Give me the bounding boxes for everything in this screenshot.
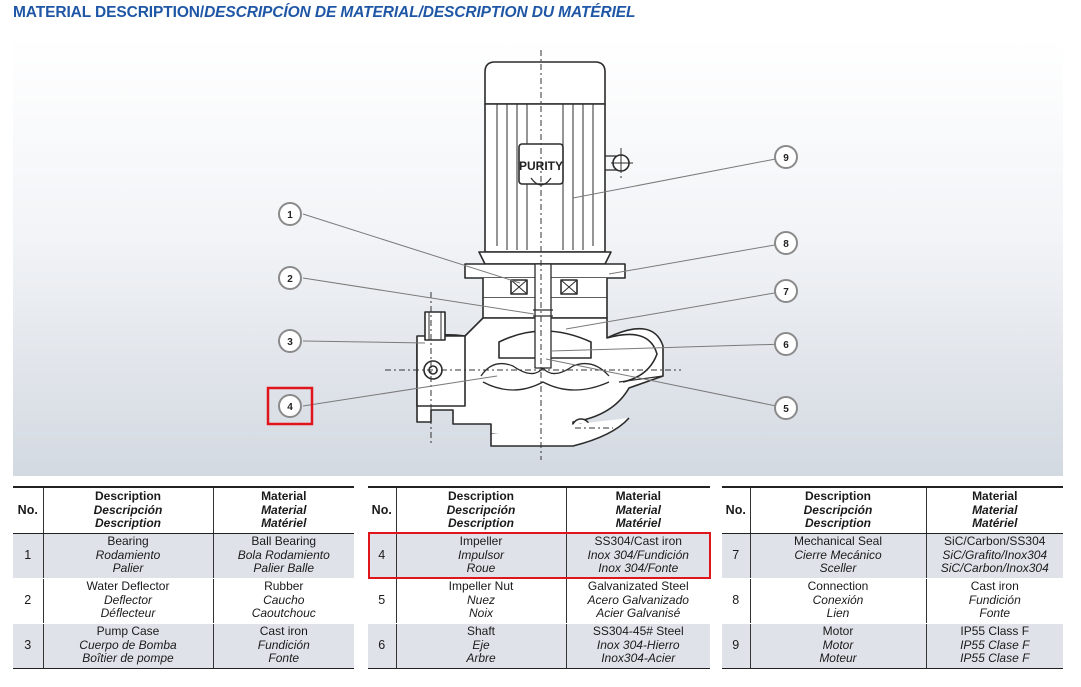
row-material: Cast iron Fundición Fonte xyxy=(926,578,1063,624)
table-row: 7 Mechanical Seal Cierre Mecánico Scelle… xyxy=(722,533,1063,579)
row-description: Water Deflector Deflector Déflecteur xyxy=(43,578,214,624)
table-row-highlighted: 4 Impeller Impulsor Roue SS304/Cast iron… xyxy=(368,533,710,579)
header-no: No. xyxy=(368,486,397,534)
row-no: 3 xyxy=(13,623,44,669)
table-row: 3 Pump Case Cuerpo de Bomba Boîtier de p… xyxy=(13,623,354,669)
callout-8[interactable]: 8 xyxy=(774,231,798,255)
row-material: SS304/Cast iron Inox 304/Fundición Inox … xyxy=(566,533,710,579)
row-material: IP55 Class F IP55 Clase F IP55 Clase F xyxy=(926,623,1063,669)
material-table-1: No. Description Descripción Description … xyxy=(13,486,354,669)
header-description: Description Descripción Description xyxy=(750,486,927,534)
callout-5[interactable]: 5 xyxy=(774,396,798,420)
header-description: Description Descripción Description xyxy=(396,486,567,534)
title-translations: DESCRIPCÍON DE MATERIAL/DESCRIPTION DU M… xyxy=(204,4,636,21)
title-english: MATERIAL DESCRIPTION/ xyxy=(13,4,205,21)
row-material: SiC/Carbon/SS304 SiC/Grafito/Inox304 SiC… xyxy=(926,533,1063,579)
row-description: Motor Motor Moteur xyxy=(750,623,927,669)
callout-4-highlight xyxy=(266,386,314,426)
material-table-2: No. Description Descripción Description … xyxy=(368,486,710,669)
header-no: No. xyxy=(722,486,751,534)
row-no: 8 xyxy=(722,578,751,624)
callout-4-label: 4 xyxy=(287,402,293,413)
callout-7-label: 7 xyxy=(783,287,789,298)
table-row: 1 Bearing Rodamiento Palier Ball Bearing… xyxy=(13,533,354,579)
table-row: 9 Motor Motor Moteur IP55 Class F IP55 C… xyxy=(722,623,1063,669)
callout-9[interactable]: 9 xyxy=(774,145,798,169)
header-description: Description Descripción Description xyxy=(43,486,214,534)
header-no: No. xyxy=(13,486,44,534)
callout-2[interactable]: 2 xyxy=(278,266,302,290)
callout-5-label: 5 xyxy=(783,404,789,415)
callout-3-label: 3 xyxy=(287,337,293,348)
table-header-row: No. Description Descripción Description … xyxy=(368,486,710,534)
table-row: 5 Impeller Nut Nuez Noix Galvanizated St… xyxy=(368,578,710,624)
row-material: Galvanizated Steel Acero Galvanizado Aci… xyxy=(566,578,710,624)
callout-1-label: 1 xyxy=(287,210,293,221)
row-description: Impeller Impulsor Roue xyxy=(396,533,567,579)
callout-9-label: 9 xyxy=(783,153,789,164)
header-material: Material Material Matériel xyxy=(566,486,710,534)
impeller-row-highlight xyxy=(368,532,711,579)
row-description: Impeller Nut Nuez Noix xyxy=(396,578,567,624)
table-row: 2 Water Deflector Deflector Déflecteur R… xyxy=(13,578,354,624)
header-material: Material Material Matériel xyxy=(926,486,1063,534)
pump-diagram: PURITY xyxy=(266,50,798,460)
row-description: Mechanical Seal Cierre Mecánico Sceller xyxy=(750,533,927,579)
header-material: Material Material Matériel xyxy=(213,486,354,534)
row-material: Cast iron Fundición Fonte xyxy=(213,623,354,669)
callout-7[interactable]: 7 xyxy=(774,279,798,303)
table-row: 6 Shaft Eje Arbre SS304-45# Steel Inox 3… xyxy=(368,623,710,669)
row-no: 9 xyxy=(722,623,751,669)
callout-4[interactable]: 4 xyxy=(278,394,302,418)
row-material: Ball Bearing Bola Rodamiento Palier Ball… xyxy=(213,533,354,579)
row-description: Bearing Rodamiento Palier xyxy=(43,533,214,579)
callout-3[interactable]: 3 xyxy=(278,329,302,353)
row-description: Connection Conexión Lien xyxy=(750,578,927,624)
row-no: 1 xyxy=(13,533,44,579)
table-row: 8 Connection Conexión Lien Cast iron Fun… xyxy=(722,578,1063,624)
callout-6-label: 6 xyxy=(783,340,789,351)
row-no: 7 xyxy=(722,533,751,579)
callout-2-label: 2 xyxy=(287,274,293,285)
callout-8-label: 8 xyxy=(783,239,789,250)
row-no: 5 xyxy=(368,578,397,624)
material-table-3: No. Description Descripción Description … xyxy=(722,486,1063,669)
row-no: 2 xyxy=(13,578,44,624)
row-no: 6 xyxy=(368,623,397,669)
row-material: Rubber Caucho Caoutchouc xyxy=(213,578,354,624)
table-header-row: No. Description Descripción Description … xyxy=(722,486,1063,534)
page-title: MATERIAL DESCRIPTION/DESCRIPCÍON DE MATE… xyxy=(13,4,636,22)
callout-1[interactable]: 1 xyxy=(278,202,302,226)
row-material: SS304-45# Steel Inox 304-Hierro Inox304-… xyxy=(566,623,710,669)
motor-cap xyxy=(484,61,606,105)
callout-6[interactable]: 6 xyxy=(774,332,798,356)
table-header-row: No. Description Descripción Description … xyxy=(13,486,354,534)
row-description: Shaft Eje Arbre xyxy=(396,623,567,669)
row-description: Pump Case Cuerpo de Bomba Boîtier de pom… xyxy=(43,623,214,669)
pump-diagram-panel: PURITY xyxy=(13,36,1063,476)
